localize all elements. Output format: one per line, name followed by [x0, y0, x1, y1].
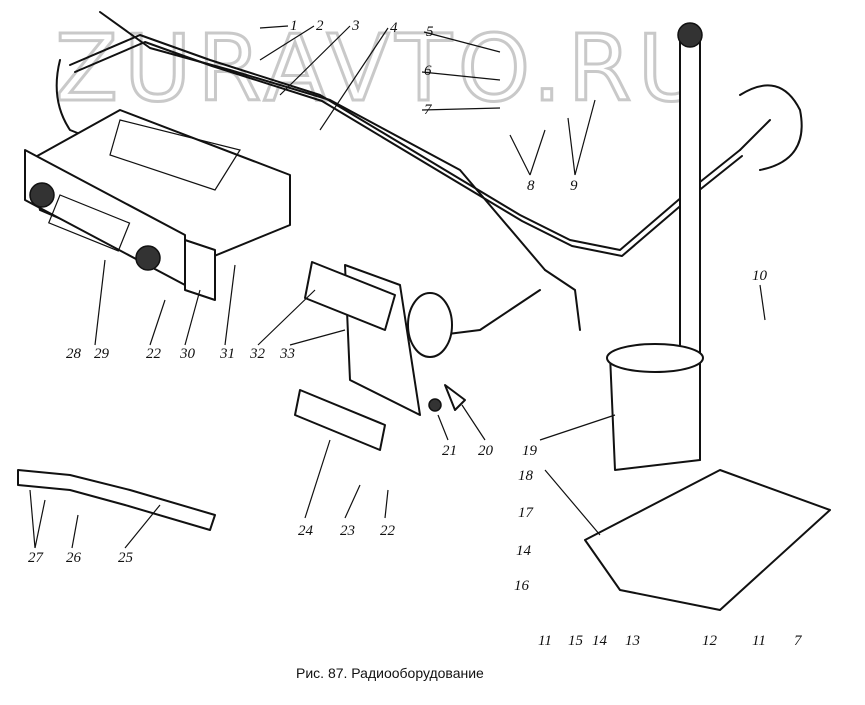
callout-label: 19 [522, 443, 538, 459]
callout-label: 1 [290, 18, 298, 34]
watermark: ZURAVTO.RU [55, 15, 711, 122]
leader-lines [29, 25, 766, 549]
radio-receiver [24, 109, 291, 301]
speaker [407, 292, 453, 358]
callout-label: 4 [390, 20, 398, 36]
callout-label: 17 [518, 505, 535, 521]
callout-label: 8 [527, 178, 535, 194]
callout-label: 28 [66, 346, 82, 362]
callout-label: 32 [249, 346, 266, 362]
callout-label: 11 [752, 633, 766, 649]
callout-label: 6 [424, 63, 432, 79]
callout-label: 13 [625, 633, 640, 649]
callout-label: 3 [351, 18, 360, 34]
shield-plate [304, 261, 453, 416]
callout-label: 30 [179, 346, 196, 362]
radio-button-row [47, 194, 131, 252]
callout-label: 25 [118, 550, 134, 566]
callout-label: 15 [568, 633, 584, 649]
bracket-32 [304, 261, 396, 331]
callout-labels: 1 2 3 4 5 6 7 8 9 10 11 12 13 14 15 16 1… [28, 18, 803, 649]
callout-label: 12 [702, 633, 718, 649]
callout-label: 22 [146, 346, 162, 362]
wiring-harness [55, 11, 803, 336]
callout-label: 29 [94, 346, 110, 362]
callout-label: 31 [219, 346, 235, 362]
callout-label: 22 [380, 523, 396, 539]
callout-label: 20 [478, 443, 494, 459]
bracket-24 [294, 389, 386, 451]
callout-label: 18 [518, 468, 534, 484]
antenna-cap-icon [677, 22, 703, 48]
callout-label: 2 [316, 18, 324, 34]
ground-strap [17, 469, 216, 531]
callout-label: 16 [514, 578, 530, 594]
callout-label: 27 [28, 550, 45, 566]
callout-label: 7 [794, 633, 803, 649]
wing-nut-20-icon [444, 384, 466, 411]
nut-21-icon [428, 398, 442, 412]
callout-label: 10 [752, 268, 768, 284]
callout-label: 14 [516, 543, 532, 559]
mounting-plate [584, 469, 831, 611]
mounting-bracket [184, 239, 216, 301]
callout-label: 14 [592, 633, 608, 649]
callout-label: 33 [279, 346, 295, 362]
right-knob-icon [135, 245, 161, 271]
callout-label: 11 [538, 633, 552, 649]
callout-label: 21 [442, 443, 457, 459]
left-knob-icon [29, 182, 55, 208]
callout-label: 24 [298, 523, 314, 539]
figure-caption: Рис. 87. Радиооборудование [296, 665, 484, 681]
callout-label: 5 [426, 24, 434, 40]
callout-label: 23 [340, 523, 355, 539]
callout-label: 9 [570, 178, 578, 194]
callout-label: 26 [66, 550, 82, 566]
antenna-assembly [584, 22, 831, 611]
